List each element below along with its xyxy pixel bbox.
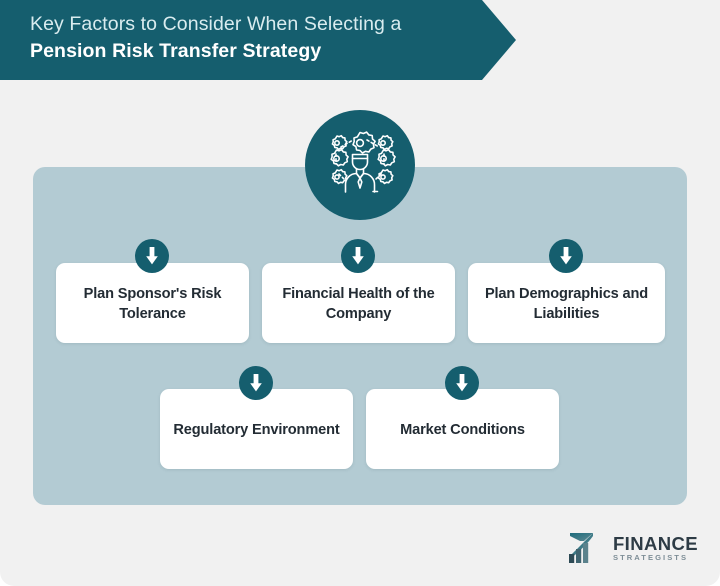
factor-card[interactable]: Plan Demographics and Liabilities [468,263,665,343]
factor-card[interactable]: Plan Sponsor's Risk Tolerance [56,263,249,343]
header-title-line2: Pension Risk Transfer Strategy [30,40,322,62]
header-banner: Key Factors to Consider When Selecting a… [0,0,516,80]
arrow-down-icon [341,239,375,273]
factor-card-label: Market Conditions [400,422,525,438]
brand-tagline: STRATEGISTS [612,552,689,562]
arrow-down-icon [239,366,273,400]
factor-card-label: Financial Health of the Company [282,286,435,322]
brand-name: FINANCE [612,532,698,554]
brand-logo-text: FINANCE STRATEGISTS [613,534,698,563]
factor-card[interactable]: Financial Health of the Company [262,263,455,343]
factor-card-label: Plan Demographics and Liabilities [484,286,649,322]
factor-card-label: Regulatory Environment [173,422,340,438]
arrow-down-icon [445,366,479,400]
header-title-line1: Key Factors to Consider When Selecting a [30,13,402,35]
hero-icon-circle [305,110,415,220]
factor-card-label: Plan Sponsor's Risk Tolerance [83,286,222,322]
person-with-gears-network-icon [323,130,397,200]
brand-logo: FINANCE STRATEGISTS [568,532,698,564]
arrow-down-icon [135,239,169,273]
factor-card[interactable]: Market Conditions [366,389,559,469]
factor-card[interactable]: Regulatory Environment [160,389,353,469]
arrow-down-icon [549,239,583,273]
bar-chart-swoosh-logo-icon [568,532,606,564]
